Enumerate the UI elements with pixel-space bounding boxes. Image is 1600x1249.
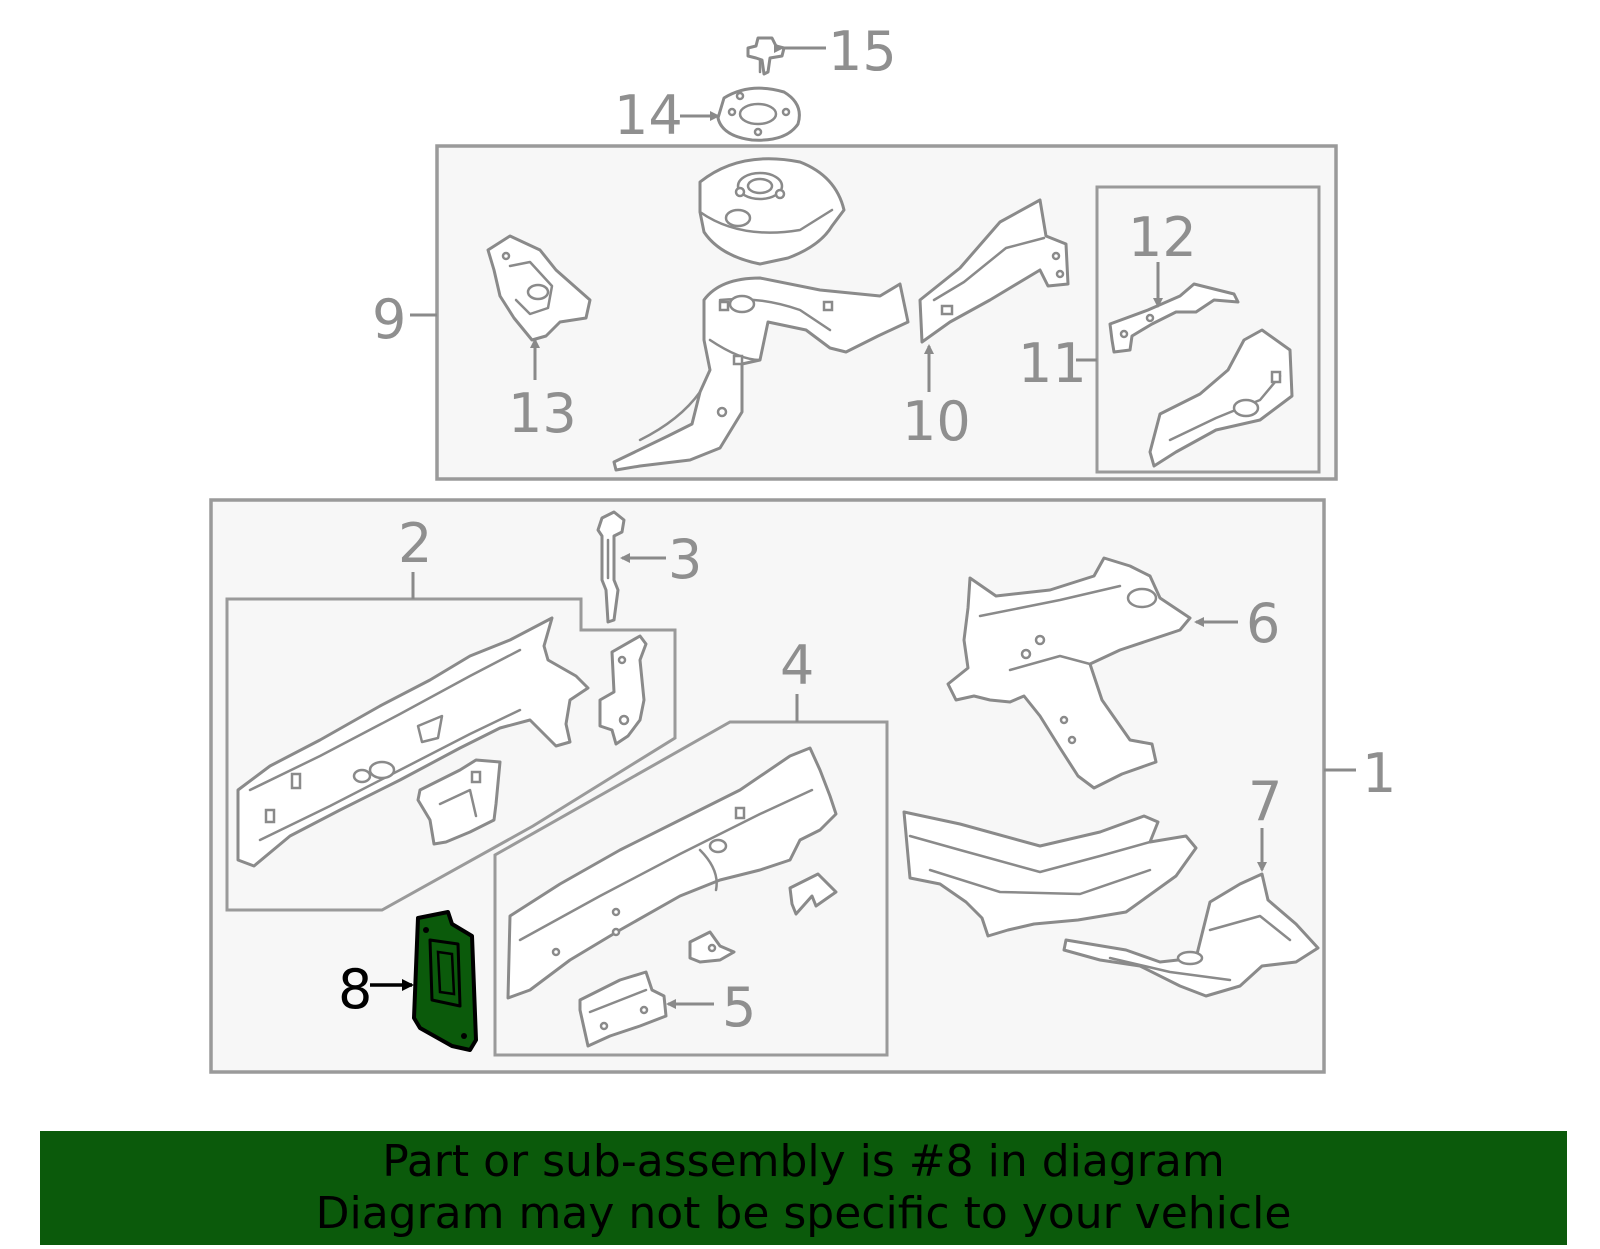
crossmember: [902, 810, 1198, 938]
callout-1[interactable]: 1: [1362, 742, 1396, 805]
callout-15[interactable]: 15: [828, 20, 897, 83]
part-11-rail[interactable]: [1148, 328, 1294, 468]
part-5-bracket[interactable]: [578, 970, 668, 1048]
callout-8[interactable]: 8: [338, 958, 372, 1021]
callout-14[interactable]: 14: [614, 84, 683, 147]
callout-10[interactable]: 10: [902, 390, 971, 453]
part-14-plate[interactable]: [716, 86, 801, 142]
banner-line-part: Part or sub-assembly is #8 in diagram: [382, 1136, 1225, 1187]
part-8-highlighted-plate[interactable]: [412, 910, 478, 1052]
part-4-bracket-b: [688, 930, 736, 964]
banner-line-disclaimer: Diagram may not be specific to your vehi…: [315, 1188, 1292, 1239]
part-12-bracket[interactable]: [1108, 282, 1240, 354]
part-4-bracket-a: [788, 872, 838, 916]
part-7-panel[interactable]: [1062, 872, 1320, 998]
info-banner: Part or sub-assembly is #8 in diagram Di…: [40, 1131, 1567, 1245]
part-2-bracket-a: [416, 758, 502, 846]
strut-tower-top: [698, 157, 846, 266]
apron-panel: [612, 276, 910, 472]
callout-5[interactable]: 5: [722, 976, 756, 1039]
callout-7[interactable]: 7: [1248, 770, 1282, 833]
callout-4[interactable]: 4: [780, 634, 814, 697]
part-13-bracket[interactable]: [486, 234, 592, 342]
part-3-bolt[interactable]: [596, 510, 626, 624]
callout-2[interactable]: 2: [398, 512, 432, 575]
callout-11[interactable]: 11: [1018, 332, 1087, 395]
callout-13[interactable]: 13: [508, 382, 577, 445]
part-6-bracket[interactable]: [946, 556, 1192, 790]
callout-12[interactable]: 12: [1128, 206, 1197, 269]
callout-6[interactable]: 6: [1246, 592, 1280, 655]
callout-3[interactable]: 3: [668, 528, 702, 591]
part-10-bracket[interactable]: [918, 198, 1070, 344]
part-2-bracket-b: [598, 634, 648, 746]
callout-9[interactable]: 9: [372, 288, 406, 351]
part-2-rail[interactable]: [236, 616, 590, 868]
part-4-rail[interactable]: [506, 746, 838, 1000]
part-15-clip[interactable]: [746, 36, 786, 76]
